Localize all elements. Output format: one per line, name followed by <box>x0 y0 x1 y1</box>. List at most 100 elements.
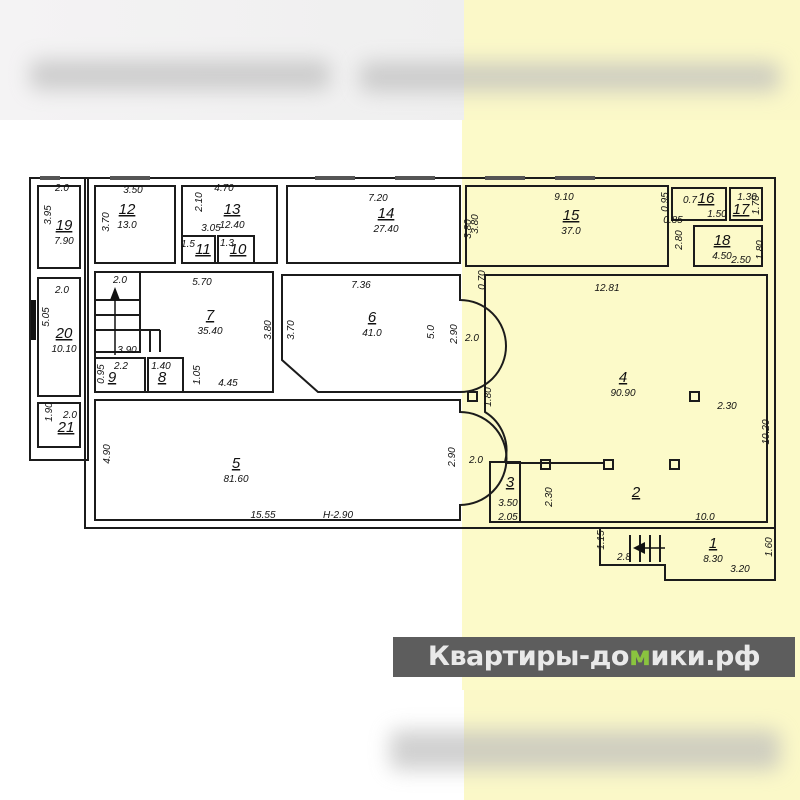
room-number: 14 <box>378 205 395 222</box>
watermark: Квартиры-домики.рф <box>393 637 795 677</box>
dimension-label: 2.30 <box>716 401 737 412</box>
dimension-label: H-2.90 <box>323 510 353 521</box>
dimension-label: 10.20 <box>761 419 772 444</box>
main-outer-wall <box>84 177 776 529</box>
dimension-label: 2.8 <box>616 552 631 563</box>
dimension-label: 15.55 <box>250 510 275 521</box>
room-number: 18 <box>714 232 731 249</box>
dimension-label: 3.95 <box>43 205 54 225</box>
dimension-label: 2.80 <box>674 230 685 251</box>
blurred-bottom-band <box>0 690 800 800</box>
room-number: 16 <box>698 190 715 207</box>
dimension-label: 2.30 <box>544 487 555 508</box>
column <box>603 459 614 470</box>
dimension-label: 3.80 <box>263 320 274 340</box>
dimension-label: 2.0 <box>62 410 77 421</box>
room-number: 13 <box>224 201 241 218</box>
dimension-label: 2.90 <box>449 324 460 345</box>
room-5-outline <box>94 399 508 521</box>
dimension-label: 1.05 <box>192 365 203 385</box>
dimension-label: 7.36 <box>351 280 371 291</box>
dimension-label: 1.90 <box>44 402 55 422</box>
room-area: 8.30 <box>703 554 723 565</box>
room-area: 4.50 <box>712 251 732 262</box>
room-number: 12 <box>119 201 136 218</box>
room-number: 8 <box>158 369 167 386</box>
room-number: 11 <box>195 241 211 258</box>
dimension-label: 3.20 <box>730 564 750 575</box>
blurred-text <box>360 62 780 92</box>
room-number: 6 <box>368 309 377 326</box>
walls <box>29 176 776 581</box>
room-area: 37.0 <box>561 226 581 237</box>
room-15-outline <box>465 185 669 267</box>
room-14-outline <box>286 185 461 264</box>
dimension-label: 1.40 <box>151 361 171 372</box>
staircase <box>94 271 161 355</box>
dimension-label: 2.90 <box>447 447 458 468</box>
dimension-label: 2.0 <box>54 285 69 296</box>
dimension-label: 1.3 <box>220 238 234 249</box>
watermark-text-end: ики.рф <box>650 641 761 672</box>
blurred-text <box>30 60 330 90</box>
dimension-label: 5.05 <box>41 307 52 327</box>
dimension-label: 5.70 <box>192 277 212 288</box>
room-16-outline <box>671 187 727 221</box>
room-area: 90.90 <box>610 388 635 399</box>
highlighted-area <box>462 120 800 690</box>
window <box>31 300 36 340</box>
dimension-label: 5.0 <box>426 325 437 339</box>
dimension-label: 4.90 <box>102 444 113 464</box>
room-17-outline <box>729 187 763 221</box>
dimension-label: 3.70 <box>286 320 297 340</box>
dimension-label: 1.5 <box>181 239 195 250</box>
room-area: 7.90 <box>54 236 74 247</box>
room-number: 19 <box>56 217 73 234</box>
dimension-label: 3.70 <box>101 212 112 232</box>
room-12-outline <box>94 185 176 264</box>
room-area: 35.40 <box>197 326 222 337</box>
dimension-label: 3.50 <box>498 498 518 509</box>
dimension-label: 0.95 <box>660 192 671 212</box>
entrance-stairs <box>629 535 665 562</box>
room-19-outline <box>37 185 81 269</box>
room-number: 4 <box>619 369 627 386</box>
room-20-outline <box>37 277 81 397</box>
dimension-label: 1.60 <box>764 537 775 557</box>
room-10-outline <box>217 235 255 264</box>
room-area: 41.0 <box>362 328 382 339</box>
dimension-label: 10.0 <box>695 512 715 523</box>
dimension-label: 0.95 <box>96 364 107 384</box>
dimension-label: 2.2 <box>113 361 128 372</box>
dimension-label: 2.50 <box>730 255 751 266</box>
blurred-text <box>390 730 780 770</box>
room-area: 12.40 <box>219 220 244 231</box>
room-number: 17 <box>733 201 750 218</box>
room-number: 1 <box>709 535 717 552</box>
room-number: 5 <box>232 455 241 472</box>
dimension-label: 1.30 <box>737 192 757 203</box>
watermark-text-start: Квартиры-до <box>427 641 630 672</box>
dimension-label: 3.90 <box>117 345 137 356</box>
room-area: 27.40 <box>372 224 398 235</box>
room-number: 10 <box>230 241 247 258</box>
windows <box>40 176 595 180</box>
dimension-label: 0.70 <box>477 270 488 290</box>
dimension-label: 3.05 <box>201 223 221 234</box>
room-number: 9 <box>108 369 117 386</box>
dimension-label: 2.10 <box>194 192 205 213</box>
dimension-label: 3.80 <box>463 219 474 239</box>
dimension-label: 2.0 <box>464 333 479 344</box>
room-number: 3 <box>506 474 515 491</box>
dimension-label: 7.20 <box>368 193 388 204</box>
dimension-label: 1.50 <box>707 209 727 220</box>
room-area: 81.60 <box>223 474 248 485</box>
dimension-label: 2.0 <box>54 183 69 194</box>
room-number: 15 <box>563 207 580 224</box>
dimension-label: 2.0 <box>468 455 483 466</box>
column <box>689 391 700 402</box>
dimension-label: 3.50 <box>123 185 143 196</box>
